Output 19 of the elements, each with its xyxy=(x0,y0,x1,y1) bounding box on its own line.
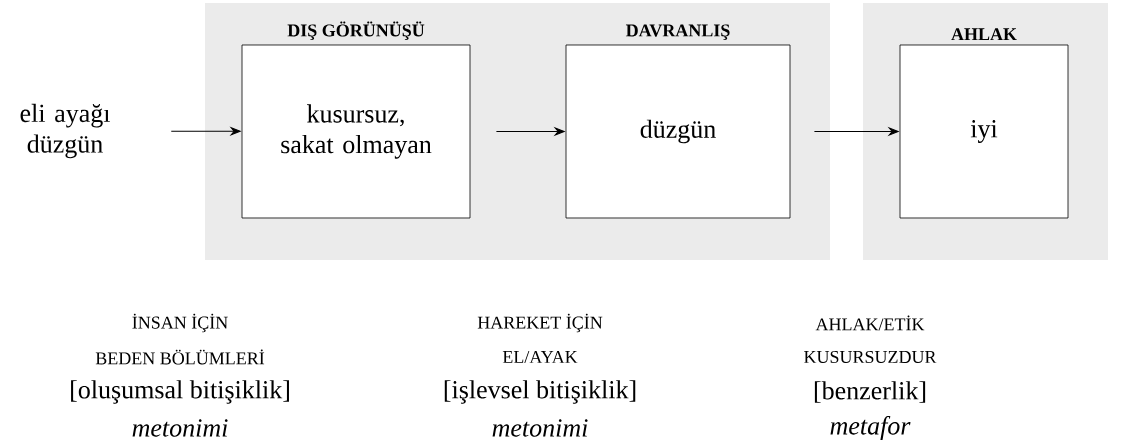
box-heading: DAVRANLIŞ xyxy=(625,24,730,41)
caption-text: [oluşumsal bitişiklik] xyxy=(71,380,289,404)
caption-text: BEDEN BÖLÜMLERİ xyxy=(95,349,265,365)
caption-text: HAREKET İÇİN xyxy=(477,313,603,333)
caption-text: EL/AYAK xyxy=(502,350,578,363)
caption-text: KUSURSUZDUR xyxy=(804,350,937,364)
box-heading: DIŞ GÖRÜNÜŞÜ xyxy=(287,21,425,41)
caption-text: metonimi xyxy=(492,419,588,437)
caption-text: İNSAN İÇİN xyxy=(132,313,228,333)
caption-text: metonimi xyxy=(132,419,228,437)
text-label: eli ayağı düzgün xyxy=(20,103,110,159)
box-heading: AHLAK xyxy=(951,28,1017,41)
process-box: düzgün xyxy=(565,44,791,219)
caption-text: [işlevsel bitişiklik] xyxy=(444,380,636,404)
caption-text: AHLAK/ETİK xyxy=(815,315,925,331)
caption-text: metafor xyxy=(830,416,911,440)
process-box: kusursuz, sakat olmayan xyxy=(241,44,471,219)
process-box: iyi xyxy=(899,44,1069,219)
caption-text: [benzerlik] xyxy=(814,381,926,403)
